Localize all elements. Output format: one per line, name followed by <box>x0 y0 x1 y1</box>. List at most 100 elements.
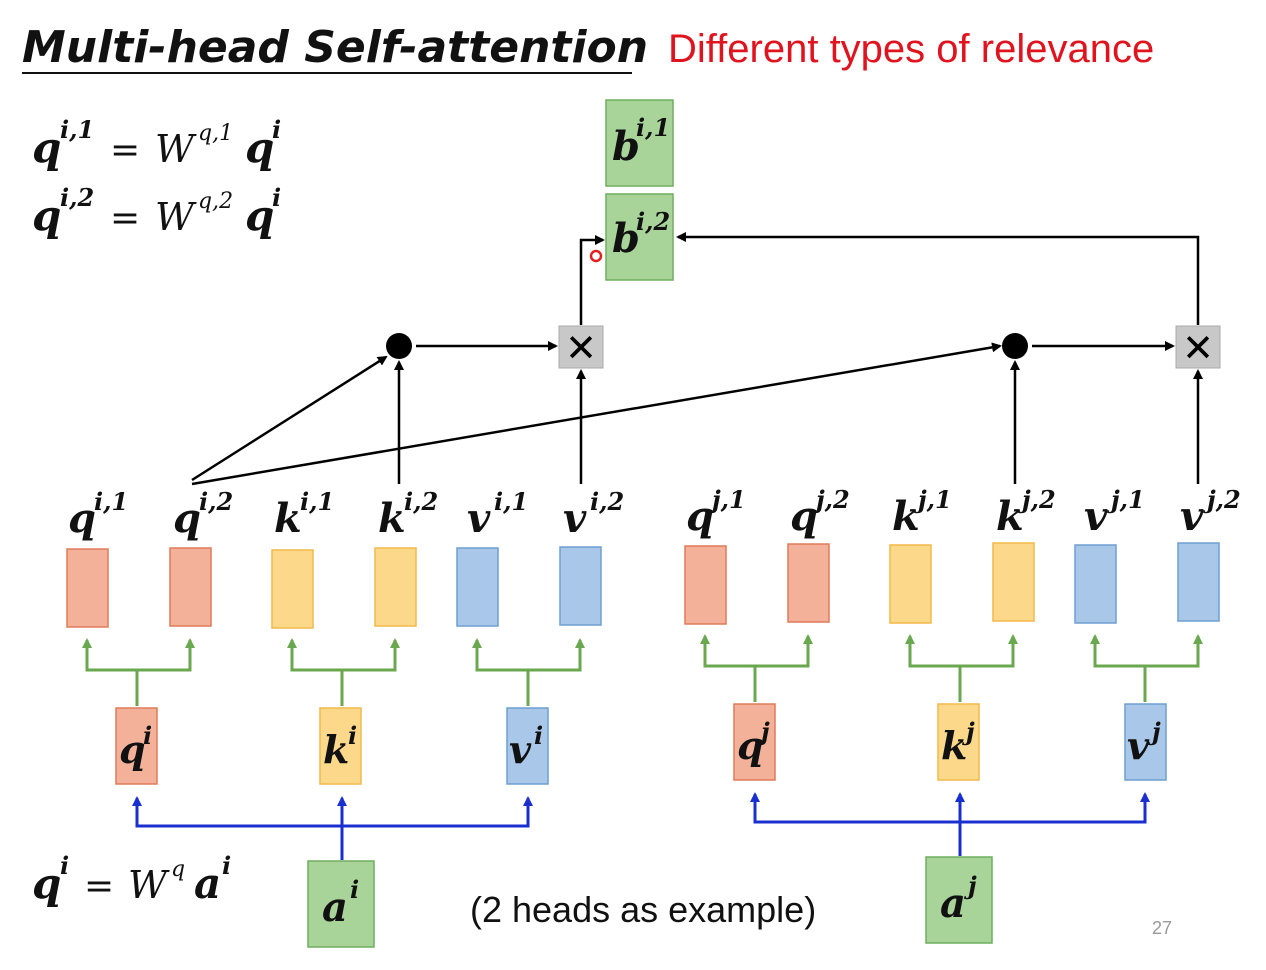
svg-text:j,1: j,1 <box>708 485 746 514</box>
svg-text:✕: ✕ <box>1182 326 1214 370</box>
svg-text:j: j <box>962 717 975 746</box>
vector-box-v-i2 <box>559 546 602 626</box>
svg-text:v: v <box>467 495 491 542</box>
cursor-indicator <box>589 249 603 263</box>
svg-text:q: q <box>171 857 185 882</box>
blue-connectors-left <box>132 796 533 860</box>
output-box-b-i1: b i,1 <box>605 99 674 187</box>
svg-text:i: i <box>348 721 357 750</box>
multiply-box-right: ✕ <box>1175 325 1221 370</box>
vector-box-k-j2 <box>992 542 1035 622</box>
svg-text:a: a <box>194 859 221 908</box>
svg-text:W: W <box>155 195 197 239</box>
vector-box-q-j2 <box>787 543 830 623</box>
svg-text:i,2: i,2 <box>590 487 624 516</box>
vector-box-k-i1 <box>271 549 314 629</box>
svg-text:q: q <box>245 123 274 172</box>
mid-box-v-i: v i <box>506 707 549 785</box>
svg-text:j: j <box>1148 717 1161 746</box>
svg-text:k: k <box>323 727 349 772</box>
label-k-j2: kj,2 <box>996 485 1056 540</box>
svg-text:j: j <box>757 717 770 746</box>
svg-text:=: = <box>110 198 140 239</box>
svg-text:q: q <box>32 859 61 908</box>
caption-text: (2 heads as example) <box>470 889 816 930</box>
arrow-right-mult-to-b <box>676 232 1200 325</box>
label-k-j1: kj,1 <box>892 485 952 540</box>
page-number: 27 <box>1152 918 1172 938</box>
output-box-b-i2: b i,2 <box>605 193 674 281</box>
blue-connectors-right <box>750 792 1150 856</box>
svg-text:W: W <box>155 127 197 171</box>
vector-box-q-j1 <box>684 545 727 625</box>
svg-text:i: i <box>534 721 543 750</box>
svg-text:v: v <box>563 495 587 542</box>
vector-box-q-i1 <box>66 548 109 628</box>
mid-box-k-i: k i <box>319 707 362 785</box>
svg-text:k: k <box>996 493 1024 540</box>
equation-2: q i,2 = W q,2 q i <box>32 183 281 240</box>
mid-box-v-j: v j <box>1124 703 1167 781</box>
equation-1: q i,1 = W q,1 q i <box>32 115 281 172</box>
dot-product-left <box>386 333 412 359</box>
label-q-j1: qj,1 <box>686 485 746 540</box>
input-box-a-i: a i <box>307 860 375 948</box>
vector-box-q-i2 <box>169 547 212 627</box>
svg-text:i: i <box>272 115 281 144</box>
svg-text:i,1: i,1 <box>494 487 528 516</box>
svg-text:k: k <box>274 495 302 542</box>
svg-text:k: k <box>892 493 920 540</box>
arrow-qi2-to-dot-left <box>191 355 388 482</box>
dot-product-right <box>1002 333 1028 359</box>
svg-text:j,2: j,2 <box>812 485 850 514</box>
svg-text:=: = <box>84 866 114 907</box>
label-k-i2: ki,2 <box>378 487 438 542</box>
svg-text:W: W <box>128 863 170 907</box>
label-q-i2: qi,2 <box>173 487 233 542</box>
svg-text:q: q <box>790 493 818 540</box>
vector-box-v-j2 <box>1177 542 1220 622</box>
svg-text:j,1: j,1 <box>1107 485 1145 514</box>
svg-text:v: v <box>1084 493 1108 540</box>
svg-text:i,1: i,1 <box>636 113 670 142</box>
equation-3: q i = W q a i <box>32 851 231 908</box>
svg-text:i,2: i,2 <box>60 183 94 212</box>
svg-text:j,2: j,2 <box>1018 485 1056 514</box>
svg-text:=: = <box>110 130 140 171</box>
svg-text:q: q <box>245 191 274 240</box>
svg-text:q,1: q,1 <box>198 121 233 146</box>
vector-box-k-j1 <box>889 544 932 624</box>
label-q-j2: qj,2 <box>790 485 850 540</box>
slide-subtitle: Different types of relevance <box>668 27 1154 71</box>
svg-text:i: i <box>222 851 231 880</box>
mid-box-k-j: k j <box>937 703 980 781</box>
green-connectors-right <box>700 634 1203 702</box>
svg-text:q: q <box>32 123 61 172</box>
svg-text:i,1: i,1 <box>94 487 128 516</box>
svg-text:i: i <box>350 875 359 904</box>
slide-title: Multi-head Self-attention <box>22 22 648 73</box>
label-k-i1: ki,1 <box>274 487 334 542</box>
vector-box-v-j1 <box>1074 544 1117 624</box>
svg-text:i,1: i,1 <box>300 487 334 516</box>
svg-text:q: q <box>68 495 96 542</box>
svg-text:q: q <box>32 191 61 240</box>
mid-box-q-i: q i <box>115 707 158 785</box>
green-connectors-left <box>82 638 585 706</box>
svg-text:j: j <box>964 871 977 900</box>
svg-text:i,2: i,2 <box>636 207 670 236</box>
svg-text:i: i <box>60 851 69 880</box>
mid-box-q-j: q j <box>733 703 776 781</box>
svg-text:i,2: i,2 <box>404 487 438 516</box>
svg-text:q: q <box>119 727 146 772</box>
svg-text:i,1: i,1 <box>60 115 94 144</box>
svg-text:v: v <box>509 727 532 772</box>
svg-text:q: q <box>737 723 764 768</box>
svg-text:q: q <box>173 495 201 542</box>
input-box-a-j: a j <box>925 856 993 944</box>
svg-text:a: a <box>322 884 348 931</box>
svg-text:k: k <box>941 723 967 768</box>
